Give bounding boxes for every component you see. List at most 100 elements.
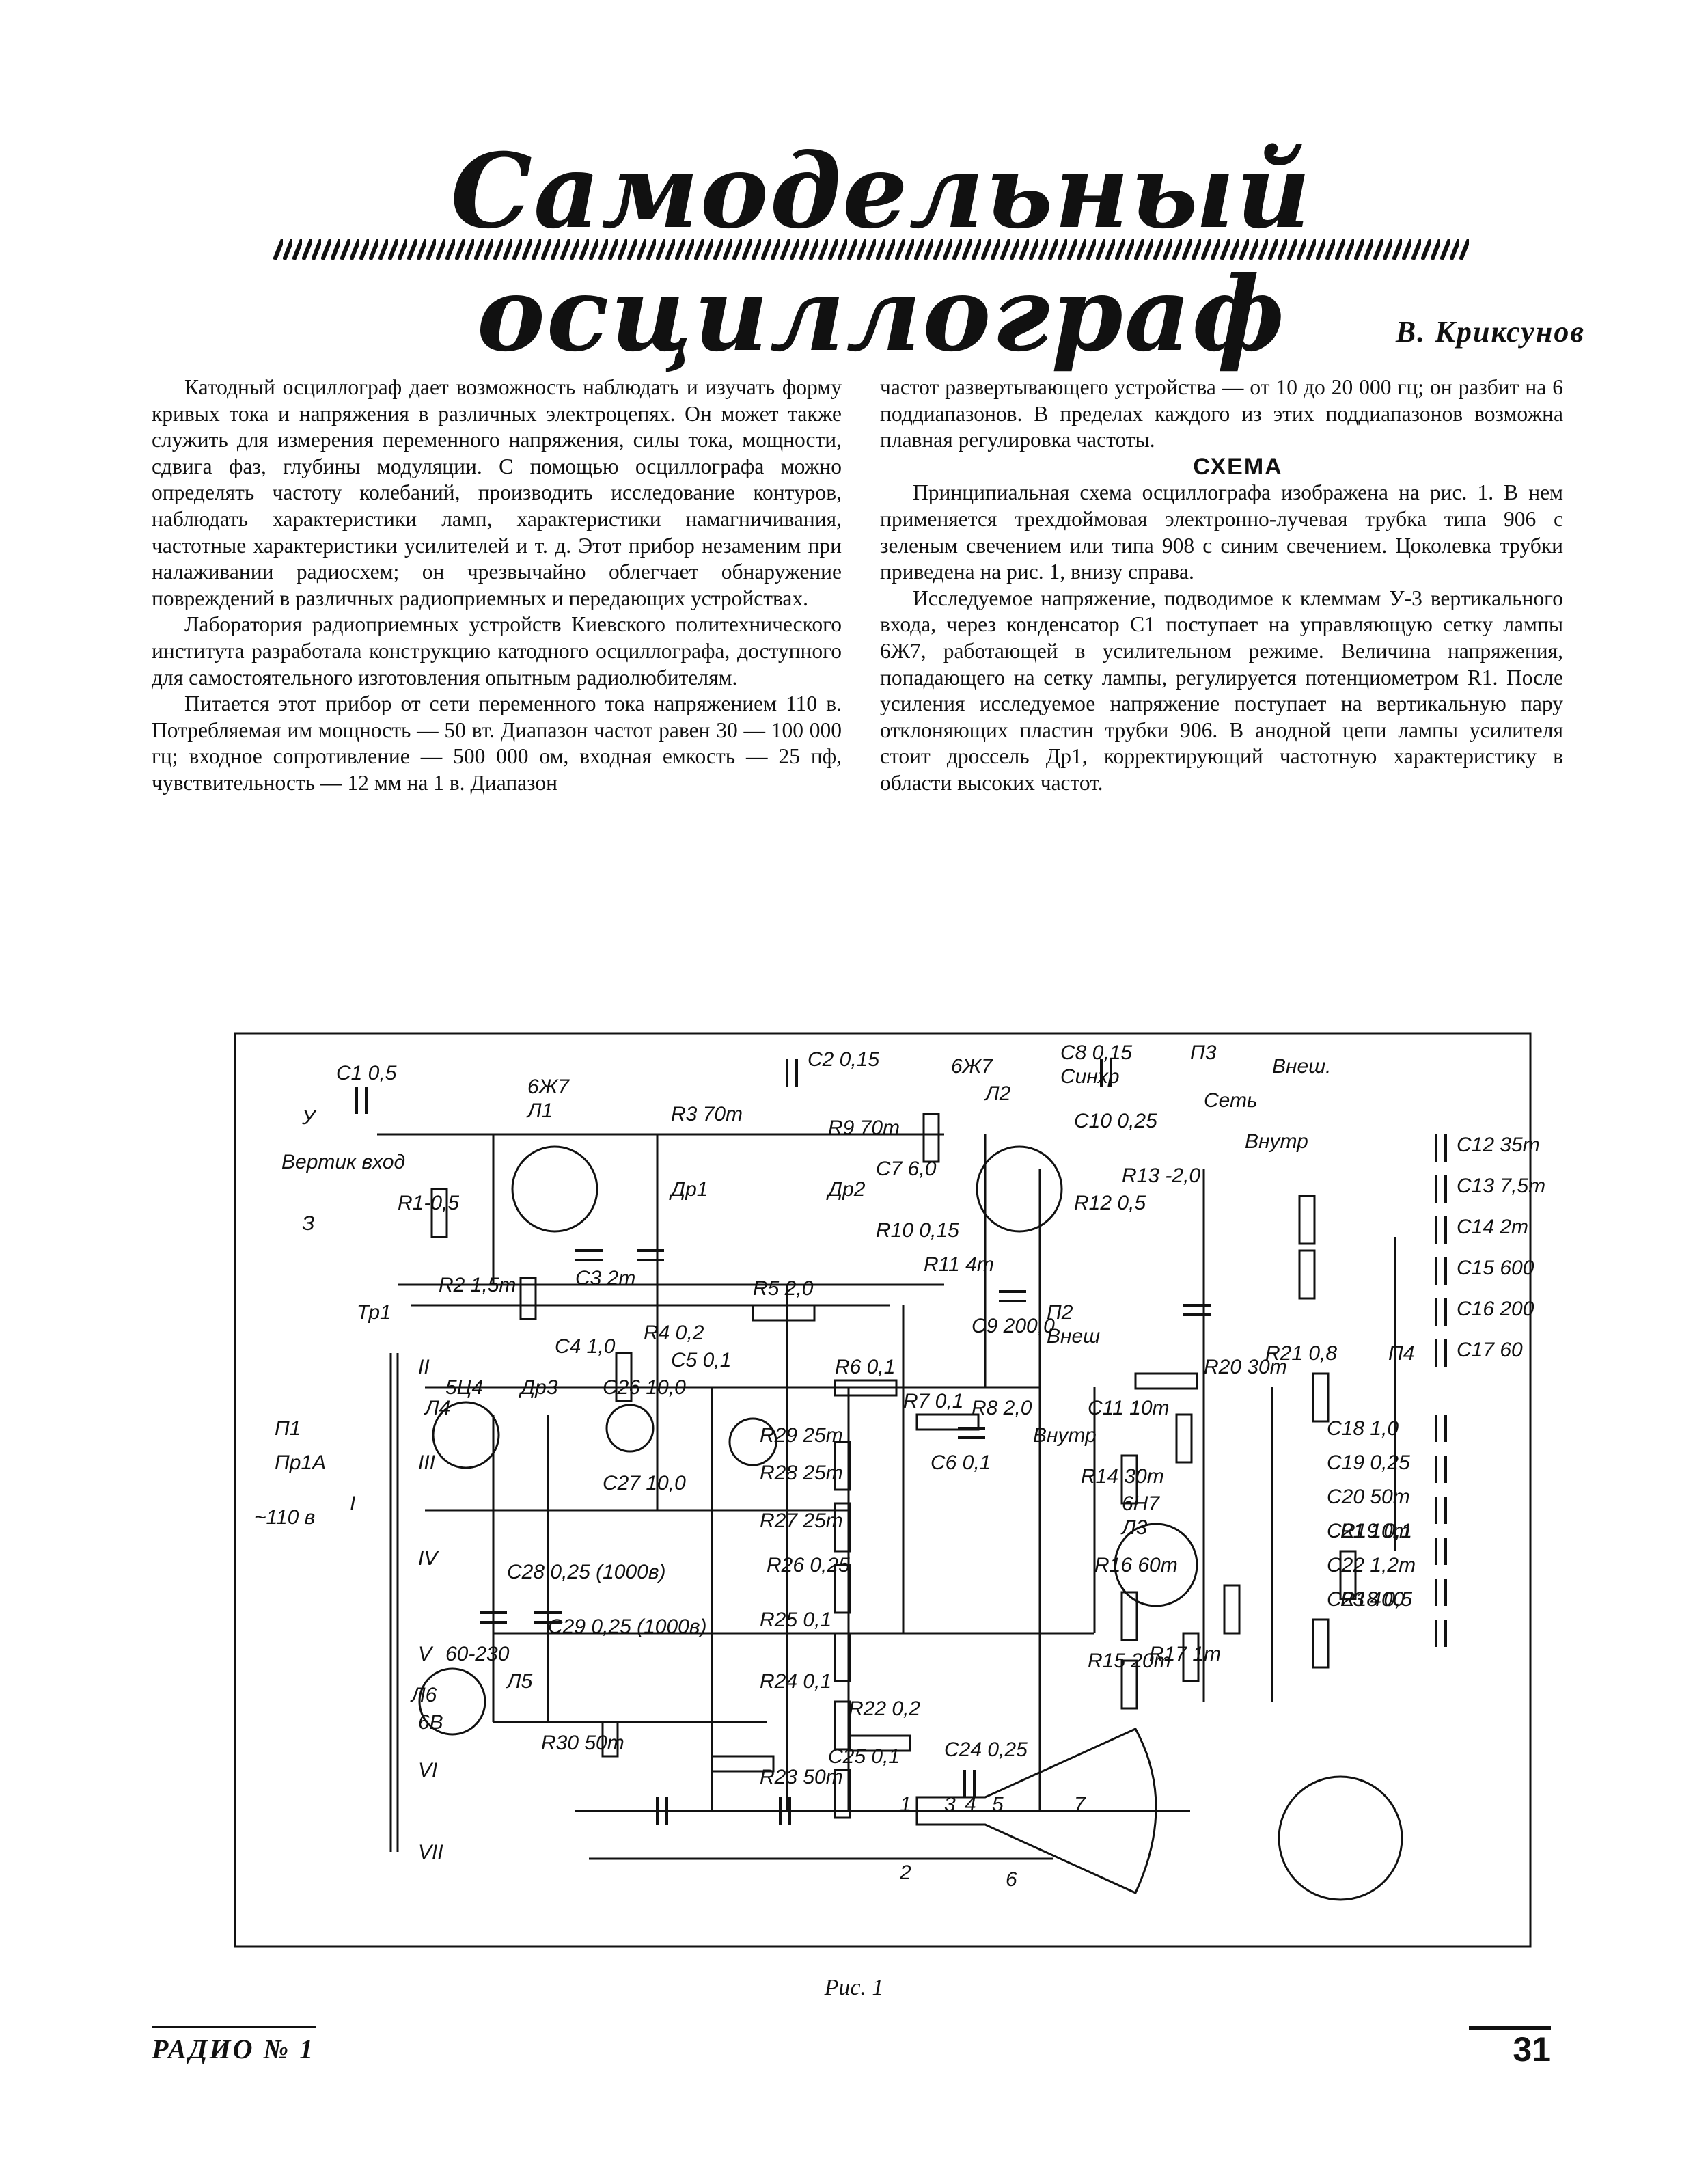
journal-footer: РАДИО № 1 bbox=[152, 2034, 316, 2064]
socket bbox=[1278, 1775, 1403, 1901]
paragraph: Лаборатория радиоприемных устройств Киев… bbox=[152, 612, 842, 690]
label-p4: П4 bbox=[1388, 1342, 1414, 1365]
paragraph: Катодный осциллограф дает возможность на… bbox=[152, 375, 842, 610]
label-c28: C28 0,25 (1000в) bbox=[507, 1561, 665, 1583]
label-6v: 6В bbox=[418, 1711, 443, 1734]
label-c26: C26 10,0 bbox=[603, 1376, 686, 1399]
label-vnutr: Внутр bbox=[1033, 1424, 1097, 1447]
label-winding-6: VI bbox=[418, 1759, 437, 1782]
label-r21: R21 0,8 bbox=[1265, 1342, 1337, 1365]
label-c23: C23 400 bbox=[1327, 1588, 1405, 1611]
label-l2: Л2 bbox=[984, 1082, 1011, 1105]
crt-pin-5: 5 bbox=[992, 1793, 1004, 1816]
label-r15: R15 20т bbox=[1088, 1650, 1171, 1672]
label-c11: C11 10т bbox=[1088, 1397, 1170, 1419]
label-dr1: Др1 bbox=[669, 1178, 708, 1201]
crt-tube bbox=[915, 1728, 1157, 1894]
crt-pin-3: 3 bbox=[944, 1793, 956, 1816]
input-y-terminal: У bbox=[301, 1106, 317, 1129]
label-inner: Внутр bbox=[1245, 1130, 1308, 1153]
label-winding-1: I bbox=[350, 1492, 355, 1515]
label-r20: R20 30т bbox=[1204, 1356, 1287, 1378]
footer-rule-left bbox=[152, 2026, 316, 2028]
label-net: Сеть bbox=[1204, 1089, 1258, 1112]
label-r28: R28 25т bbox=[760, 1462, 843, 1484]
tube-l3 bbox=[1114, 1523, 1198, 1607]
label-winding-5: V bbox=[418, 1643, 434, 1665]
label-r18: R18 0,5 bbox=[1340, 1588, 1412, 1611]
label-c1: C1 0,5 bbox=[336, 1062, 397, 1084]
label-c10: C10 0,25 bbox=[1074, 1110, 1157, 1132]
label-l5: Л5 bbox=[506, 1670, 533, 1693]
label-winding-4: IV bbox=[418, 1547, 439, 1570]
label-c29: C29 0,25 (1000в) bbox=[548, 1615, 706, 1638]
label-c16: C16 200 bbox=[1457, 1298, 1534, 1320]
label-l6: Л6 bbox=[410, 1684, 437, 1706]
label-l1: Л1 bbox=[526, 1100, 553, 1122]
label-r6: R6 0,1 bbox=[835, 1356, 895, 1378]
label-r9: R9 70т bbox=[828, 1117, 900, 1139]
label-r22: R22 0,2 bbox=[849, 1697, 920, 1720]
label-c7: C7 6,0 bbox=[876, 1158, 937, 1180]
paragraph: Исследуемое напряжение, подводимое к кле… bbox=[880, 586, 1563, 795]
label-r8: R8 2,0 bbox=[972, 1397, 1032, 1419]
article-author: В. Криксунов bbox=[1395, 315, 1585, 349]
section-heading: СХЕМА bbox=[1193, 453, 1283, 480]
label-r23: R23 50т bbox=[760, 1766, 843, 1788]
paragraph: Принципиальная схема осциллографа изобра… bbox=[880, 480, 1563, 584]
paragraph-continuation: частот развертывающего устройства — от 1… bbox=[880, 375, 1563, 452]
label-r11: R11 4т bbox=[924, 1253, 994, 1276]
label-r12: R12 0,5 bbox=[1074, 1192, 1146, 1214]
label-winding-3: III bbox=[418, 1451, 435, 1474]
label-winding-7: VII bbox=[418, 1841, 443, 1864]
label-p3: П3 bbox=[1190, 1041, 1217, 1064]
input-label: Вертик вход bbox=[281, 1151, 405, 1173]
label-c6: C6 0,1 bbox=[931, 1451, 991, 1474]
crt-pin-7: 7 bbox=[1074, 1793, 1086, 1816]
label-tr1: Тр1 bbox=[357, 1301, 391, 1324]
label-r1: R1-0,5 bbox=[398, 1192, 459, 1214]
article-title: Самодельный осциллограф bbox=[450, 131, 1312, 374]
title-hatched-rule bbox=[273, 239, 1469, 260]
label-r5: R5 2,0 bbox=[753, 1277, 814, 1300]
label-r10: R10 0,15 bbox=[876, 1219, 959, 1242]
label-c27: C27 10,0 bbox=[603, 1472, 686, 1494]
label-l3: Л3 bbox=[1120, 1516, 1148, 1539]
label-c18: C18 1,0 bbox=[1327, 1417, 1399, 1440]
label-c25: C25 0,1 bbox=[828, 1745, 900, 1768]
label-tube3: 6Н7 bbox=[1122, 1492, 1160, 1515]
label-r27: R27 25т bbox=[760, 1510, 843, 1532]
label-r16: R16 60т bbox=[1094, 1554, 1178, 1576]
footer-rule-right bbox=[1469, 2026, 1551, 2030]
label-v5: 60-230 bbox=[445, 1643, 510, 1665]
input-ground-terminal: З bbox=[302, 1212, 314, 1235]
label-r24: R24 0,1 bbox=[760, 1670, 831, 1693]
tube-l2 bbox=[976, 1145, 1063, 1233]
tube-c27 bbox=[728, 1417, 777, 1466]
label-c12: C12 35т bbox=[1457, 1134, 1540, 1156]
label-5c4: 5Ц4 bbox=[445, 1376, 483, 1399]
label-c20: C20 50т bbox=[1327, 1486, 1410, 1508]
label-r4: R4 0,2 bbox=[644, 1322, 704, 1344]
label-tube2: 6Ж7 bbox=[951, 1055, 993, 1078]
label-c22: C22 1,2т bbox=[1327, 1554, 1416, 1576]
label-c2: C2 0,15 bbox=[808, 1048, 879, 1071]
label-p1: П1 bbox=[275, 1417, 301, 1440]
title-block: Самодельный осциллограф bbox=[273, 130, 1469, 374]
label-dr2: Др2 bbox=[826, 1178, 866, 1201]
label-p2: П2 bbox=[1047, 1301, 1073, 1324]
schematic-diagram: У З Вертик вход C1 0,5 R1-0,5 6Ж7 Л1 R2 … bbox=[234, 1032, 1545, 1948]
figure-caption: Рис. 1 bbox=[824, 1975, 884, 2000]
label-c15: C15 600 bbox=[1457, 1257, 1534, 1279]
crt-pin-6: 6 bbox=[1006, 1868, 1017, 1891]
paragraph: Питается этот прибор от сети переменного… bbox=[152, 692, 842, 795]
label-r13: R13 -2,0 bbox=[1122, 1164, 1200, 1187]
label-c21: C21 10т bbox=[1327, 1520, 1410, 1542]
label-ext: Внеш. bbox=[1272, 1055, 1331, 1078]
label-c4: C4 1,0 bbox=[555, 1335, 616, 1358]
label-r3: R3 70т bbox=[671, 1103, 743, 1125]
label-mains: ~110 в bbox=[254, 1506, 315, 1529]
label-winding-2: II bbox=[418, 1356, 430, 1378]
label-c9: C9 200,0 bbox=[972, 1315, 1055, 1337]
right-column: частот развертывающего устройства — от 1… bbox=[880, 374, 1563, 797]
